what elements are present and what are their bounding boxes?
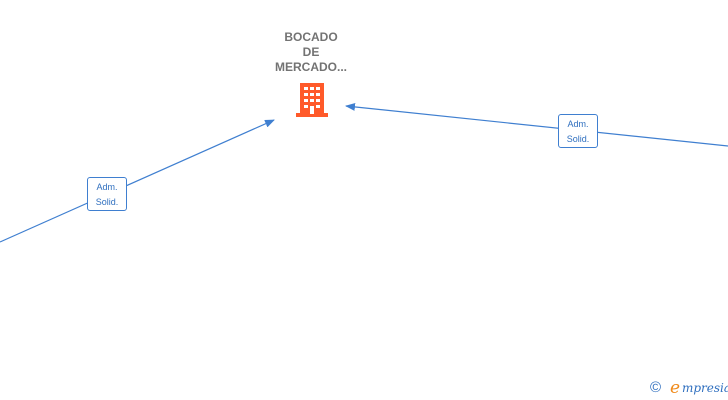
building-icon[interactable] (295, 82, 329, 118)
edge-label-right[interactable]: Adm. Solid. (558, 114, 598, 148)
company-name[interactable]: BOCADO DE MERCADO... (251, 30, 371, 75)
copyright-icon: © (650, 379, 662, 396)
company-name-line: BOCADO (284, 30, 338, 44)
edge-label-left[interactable]: Adm. Solid. (87, 177, 127, 211)
company-name-line: DE (302, 45, 320, 59)
edge-line-right[interactable] (345, 102, 728, 147)
edge-label-line: Adm. (567, 119, 589, 129)
edge-label-line: Solid. (95, 197, 119, 207)
brand-initial: e (670, 378, 681, 398)
brand-name: mpresia (682, 381, 728, 395)
edge-label-line: Adm. (96, 182, 118, 192)
company-name-line: MERCADO... (275, 60, 347, 74)
edge-label-line: Solid. (566, 134, 590, 144)
edge-line-left[interactable] (0, 119, 275, 243)
empresia-watermark: © e mpresia (650, 378, 728, 400)
